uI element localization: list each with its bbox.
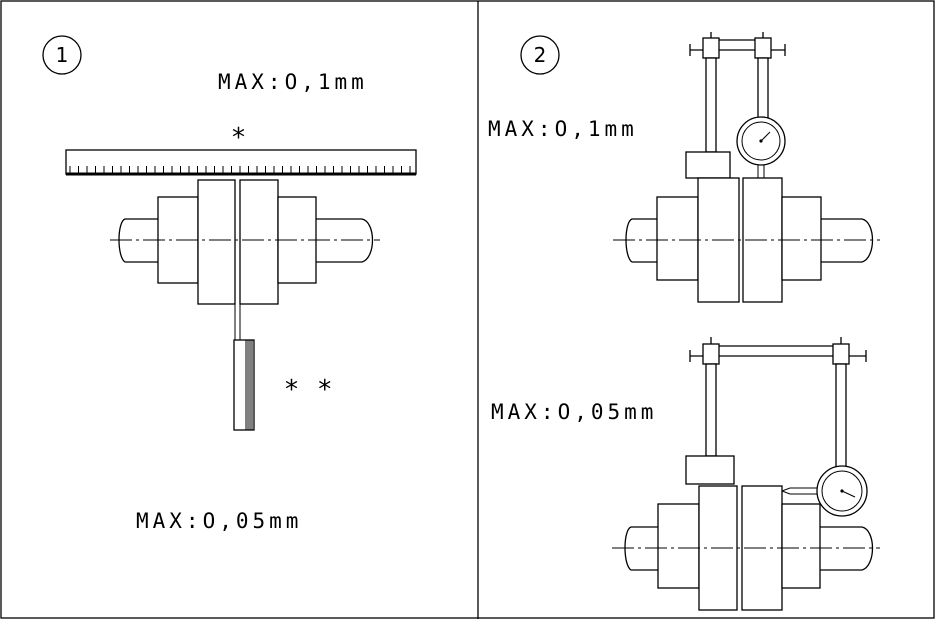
step-2-number: 2 xyxy=(534,43,547,67)
max-label-top-right: MAX:O,1mm xyxy=(488,117,638,141)
step-2-circle xyxy=(520,35,560,75)
clamp-block-left-2 xyxy=(702,343,720,365)
step-1-number: 1 xyxy=(56,43,69,67)
rod-left-2 xyxy=(705,363,717,457)
rod-right-2 xyxy=(835,363,847,472)
flange-left xyxy=(197,179,236,305)
max-label-top-left: MAX:O,1mm xyxy=(218,70,368,94)
clamp-block-right-2 xyxy=(832,343,850,365)
straight-edge-ruler xyxy=(65,149,417,176)
double-asterisk: * * xyxy=(285,375,337,405)
clamp-block-left xyxy=(702,37,720,59)
rod-left xyxy=(705,57,717,153)
max-label-bottom-left: MAX:O,05mm xyxy=(136,509,302,533)
panel-right: 2 MAX:O,1mm MAX:O,05mm xyxy=(488,32,880,611)
shaft-left-b-start xyxy=(316,218,374,263)
mount-block-top xyxy=(685,151,731,179)
mount-block-bottom xyxy=(685,455,735,485)
max-label-bottom-right: MAX:O,05mm xyxy=(491,400,657,424)
step-1-circle xyxy=(42,35,82,75)
single-asterisk: * xyxy=(232,123,251,153)
axial-check-figure xyxy=(612,337,880,611)
radial-check-figure xyxy=(613,32,880,303)
flange-right xyxy=(239,179,279,305)
panel-left: 1 MAX:O,1mm * * * MAX:O,05mm xyxy=(42,35,417,533)
feeler-gauge-handle xyxy=(233,339,255,431)
clamp-block-right xyxy=(754,37,772,59)
